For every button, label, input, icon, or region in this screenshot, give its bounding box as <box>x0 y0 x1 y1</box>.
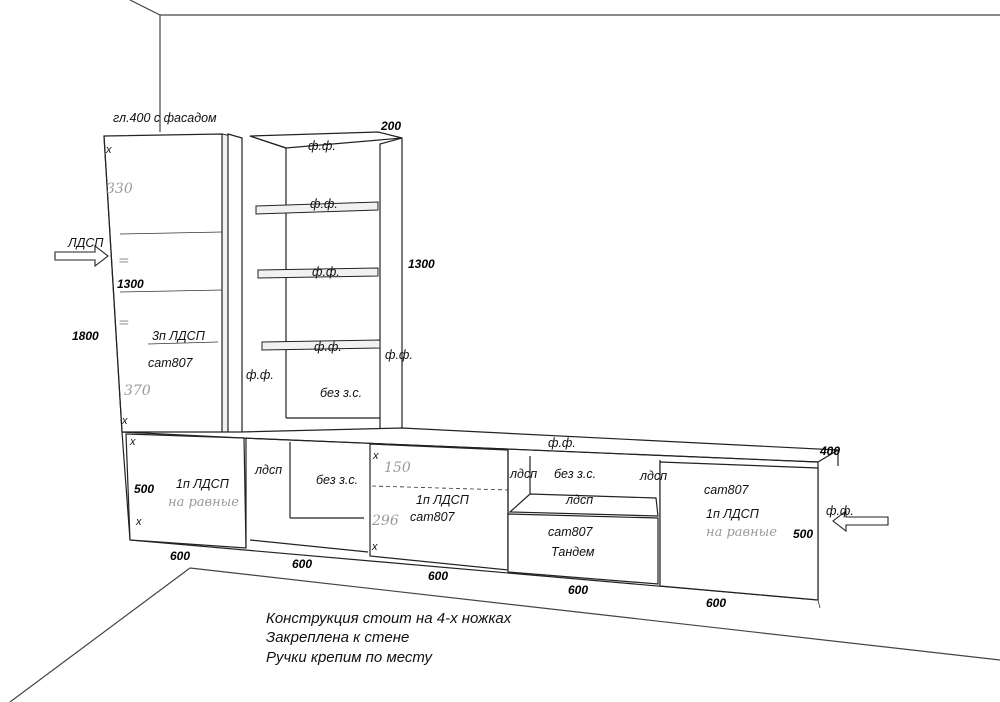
arrow-right-icon <box>832 509 889 533</box>
drawer-hinge-label: cam807 <box>548 525 594 539</box>
dim-500-right: 500 <box>793 527 813 541</box>
mark-296: 296 <box>371 513 399 529</box>
x-mark: x <box>129 436 136 448</box>
width-600-3: 600 <box>428 569 448 583</box>
ff-label: ф.ф. <box>314 340 342 354</box>
dim-400: 400 <box>819 444 840 458</box>
no-back-label: без з.с. <box>554 467 596 481</box>
no-back-label: без з.с. <box>316 473 358 487</box>
width-600-2: 600 <box>292 557 312 571</box>
shelf-label: 1п ЛДСП <box>706 507 760 521</box>
room-walls <box>9 0 1000 702</box>
mark-370: 370 <box>124 383 151 399</box>
x-mark: x <box>121 415 128 427</box>
shelves-label: 3п ЛДСП <box>152 329 206 343</box>
mark-eq-1: = <box>118 253 130 269</box>
x-mark: x <box>372 450 379 462</box>
ff-label: ф.ф. <box>246 368 274 382</box>
no-back-label: без з.с. <box>320 386 362 400</box>
ff-label: ф.ф. <box>312 265 340 279</box>
x-mark: x <box>371 541 378 553</box>
x-mark: x <box>105 144 112 156</box>
side-label: лдсп <box>254 463 282 477</box>
inner-panel-label: лдсп <box>565 493 593 507</box>
x-mark: x <box>135 516 142 528</box>
shelf-label: 1п ЛДСП <box>176 477 230 491</box>
dim-1300-inner: 1300 <box>117 277 144 291</box>
note-line-2: Закреплена к стене <box>266 629 409 646</box>
shelf-label: 1п ЛДСП <box>416 493 470 507</box>
ff-label: ф.ф. <box>310 197 338 211</box>
dim-200: 200 <box>380 119 401 133</box>
side-label: лдсп <box>509 467 537 481</box>
dim-1300-open: 1300 <box>408 257 435 271</box>
mark-330: 330 <box>106 181 133 197</box>
arrow-left-label: ЛДСП <box>67 236 104 250</box>
depth-note: гл.400 с фасадом <box>113 111 217 125</box>
mark-eq-2: = <box>118 315 130 331</box>
drawer-runner-label: Тандем <box>551 545 595 559</box>
arrow-left-icon <box>54 244 109 268</box>
open-shelf-unit <box>227 131 403 439</box>
ff-label: ф.ф. <box>308 139 336 153</box>
dim-1800: 1800 <box>72 329 99 343</box>
hinge-label: cam807 <box>410 510 456 524</box>
lower-cabinet <box>121 427 840 609</box>
note-line-1: Конструкция стоит на 4-х ножках <box>266 610 512 627</box>
note-line-3: Ручки крепим по месту <box>266 649 434 666</box>
even-label: на равные <box>168 495 239 510</box>
even-label: на равные <box>706 525 777 540</box>
hinge-label: cam807 <box>704 483 750 497</box>
ff-label: ф.ф. <box>385 348 413 362</box>
mark-150: 150 <box>384 460 411 476</box>
side-label: лдсп <box>639 469 667 483</box>
hinge-label: cam807 <box>148 356 194 370</box>
ff-label: ф.ф. <box>548 436 576 450</box>
width-600-1: 600 <box>170 549 190 563</box>
dim-500-left: 500 <box>134 482 154 496</box>
arrow-right-label: ф.ф. <box>826 504 854 518</box>
width-600-5: 600 <box>706 596 726 610</box>
width-600-4: 600 <box>568 583 588 597</box>
